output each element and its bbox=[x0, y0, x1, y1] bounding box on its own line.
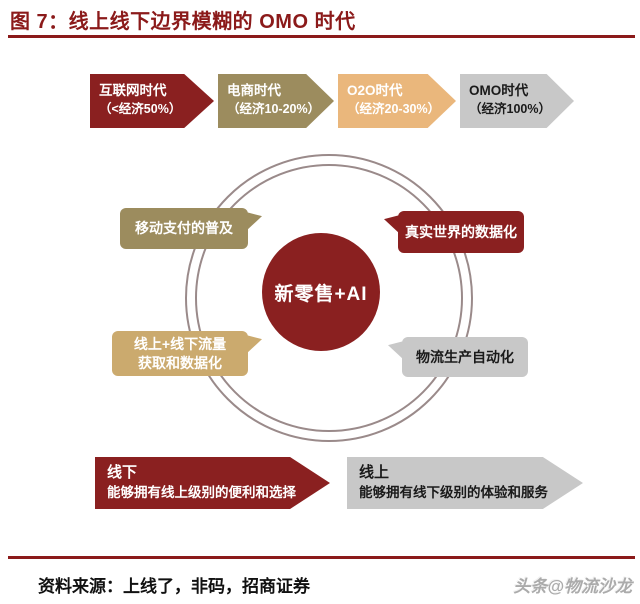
timeline-stage-ecommerce-era: 电商时代 （经济10-20%） bbox=[218, 74, 334, 128]
stage-detail: （经济10-20%） bbox=[227, 102, 321, 116]
stage-detail: （经济20-30%） bbox=[347, 102, 441, 116]
timeline-stage-o2o-era: O2O时代 （经济20-30%） bbox=[338, 74, 456, 128]
core-label: 新零售+AI bbox=[274, 283, 368, 305]
figure-title: 图 7：线上线下边界模糊的 OMO 时代 bbox=[10, 11, 356, 33]
stage-name: 电商时代 bbox=[227, 83, 281, 98]
callout-label-line2: 获取和数据化 bbox=[138, 354, 222, 371]
arrow-description: 能够拥有线上级别的便利和选择 bbox=[107, 485, 296, 500]
inner-ring bbox=[195, 164, 463, 432]
callout-label: 移动支付的普及 bbox=[135, 220, 233, 236]
source-citation: 资料来源：上线了，非码，招商证券 bbox=[38, 577, 310, 597]
callout-real-world-datafication: 真实世界的数据化 bbox=[384, 211, 524, 253]
footer-divider bbox=[8, 556, 635, 559]
stage-name: 互联网时代 bbox=[99, 83, 167, 98]
arrow-heading: 线下 bbox=[107, 464, 138, 481]
core-circle-new-retail-ai: 新零售+AI bbox=[262, 233, 380, 351]
callout-label: 真实世界的数据化 bbox=[405, 223, 517, 240]
bottom-arrow-online: 线上 能够拥有线下级别的体验和服务 bbox=[347, 457, 583, 509]
timeline-stage-internet-era: 互联网时代 （<经济50%） bbox=[90, 74, 214, 128]
stage-detail: （<经济50%） bbox=[99, 102, 182, 116]
callout-label: 物流生产自动化 bbox=[416, 348, 514, 365]
callout-logistics-automation: 物流生产自动化 bbox=[388, 337, 528, 377]
stage-name: O2O时代 bbox=[347, 83, 403, 98]
stage-name: OMO时代 bbox=[469, 83, 529, 98]
arrow-description: 能够拥有线下级别的体验和服务 bbox=[359, 485, 548, 500]
stage-detail: （经济100%） bbox=[469, 102, 551, 116]
bottom-arrow-offline: 线下 能够拥有线上级别的便利和选择 bbox=[95, 457, 330, 509]
callout-online-offline-traffic: 线上+线下流量 获取和数据化 bbox=[112, 331, 262, 376]
arrow-heading: 线上 bbox=[359, 464, 390, 481]
timeline-stage-omo-era: OMO时代 （经济100%） bbox=[460, 74, 574, 128]
outer-ring bbox=[185, 154, 473, 442]
callout-label-line1: 线上+线下流量 bbox=[133, 335, 227, 352]
callout-mobile-payment: 移动支付的普及 bbox=[120, 208, 262, 249]
watermark-toutiao: 头条@物流沙龙 bbox=[513, 577, 632, 596]
title-underline bbox=[8, 35, 635, 38]
